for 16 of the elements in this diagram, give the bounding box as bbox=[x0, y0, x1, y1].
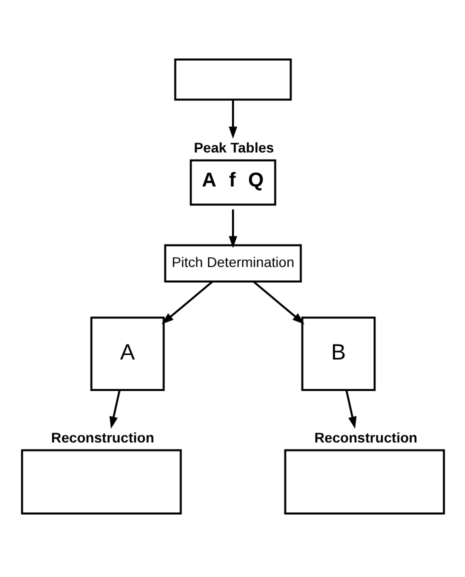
node-box: A f Q bbox=[189, 158, 276, 206]
arrow bbox=[252, 280, 304, 324]
node-box bbox=[284, 448, 444, 514]
arrow bbox=[228, 99, 237, 138]
node-label: Reconstruction bbox=[50, 428, 154, 445]
node-box: A bbox=[90, 316, 164, 390]
node-box bbox=[174, 58, 292, 100]
arrow bbox=[344, 389, 356, 428]
arrow bbox=[108, 389, 120, 428]
arrow bbox=[161, 280, 213, 324]
arrow bbox=[228, 208, 237, 248]
node-box: Pitch Determination bbox=[164, 244, 302, 282]
node-box: B bbox=[300, 316, 376, 390]
node-label: Peak Tables bbox=[193, 139, 274, 156]
node-box bbox=[20, 448, 182, 514]
node-label: Reconstruction bbox=[314, 428, 417, 445]
